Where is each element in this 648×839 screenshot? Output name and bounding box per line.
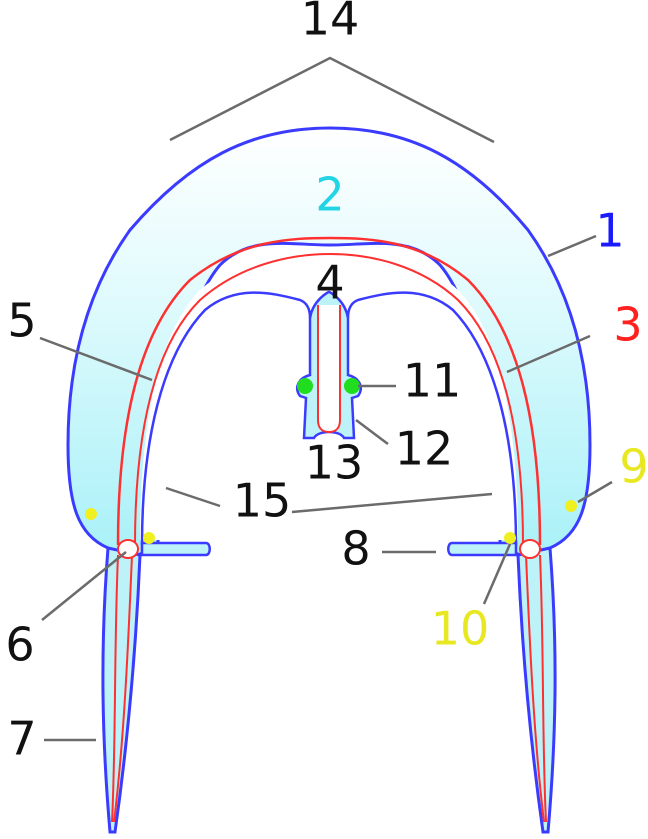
subumbrella-epidermis bbox=[140, 291, 312, 546]
label-7: 7 bbox=[7, 712, 36, 766]
velum-right bbox=[447, 541, 518, 557]
label-12: 12 bbox=[395, 422, 454, 476]
leader-15-left bbox=[165, 486, 221, 508]
nerve-ring-inner-right bbox=[504, 532, 516, 544]
tentacle-right bbox=[516, 546, 557, 834]
subumbrella-epidermis-right bbox=[346, 291, 518, 546]
gastrodermis-bell-inner bbox=[134, 252, 524, 546]
manubrium-gastrodermis bbox=[317, 305, 341, 434]
tentacle-left bbox=[101, 546, 142, 834]
label-13: 13 bbox=[305, 436, 364, 490]
label-11: 11 bbox=[403, 354, 462, 408]
tentacle-right-core bbox=[525, 554, 547, 823]
gastrodermis-bell bbox=[116, 236, 542, 546]
leader-14 bbox=[169, 56, 495, 144]
leader-15-right bbox=[291, 492, 493, 514]
nerve-ring-outer-right bbox=[565, 500, 577, 512]
gonad-right bbox=[344, 378, 360, 394]
label-15: 15 bbox=[233, 474, 292, 528]
gonad-left bbox=[297, 378, 313, 394]
leader-5 bbox=[39, 336, 153, 382]
label-14: 14 bbox=[301, 0, 360, 46]
label-8: 8 bbox=[341, 522, 370, 576]
leader-10 bbox=[482, 543, 512, 605]
leader-1 bbox=[547, 234, 597, 258]
label-4: 4 bbox=[315, 256, 344, 310]
label-1: 1 bbox=[595, 204, 624, 258]
label-6: 6 bbox=[5, 618, 34, 672]
tentacle-left-core bbox=[111, 554, 133, 823]
label-2: 2 bbox=[315, 168, 344, 222]
ring-canal-right bbox=[519, 539, 541, 559]
nerve-ring-outer-left bbox=[85, 508, 97, 520]
label-10: 10 bbox=[431, 602, 490, 656]
label-3: 3 bbox=[613, 298, 642, 352]
label-5: 5 bbox=[7, 294, 36, 348]
leader-9 bbox=[577, 480, 613, 504]
label-9: 9 bbox=[619, 440, 648, 494]
nerve-ring-inner-left bbox=[143, 532, 155, 544]
leader-12 bbox=[355, 419, 389, 445]
velum-left bbox=[140, 541, 211, 557]
leader-3 bbox=[506, 334, 591, 374]
leader-6 bbox=[41, 551, 127, 621]
